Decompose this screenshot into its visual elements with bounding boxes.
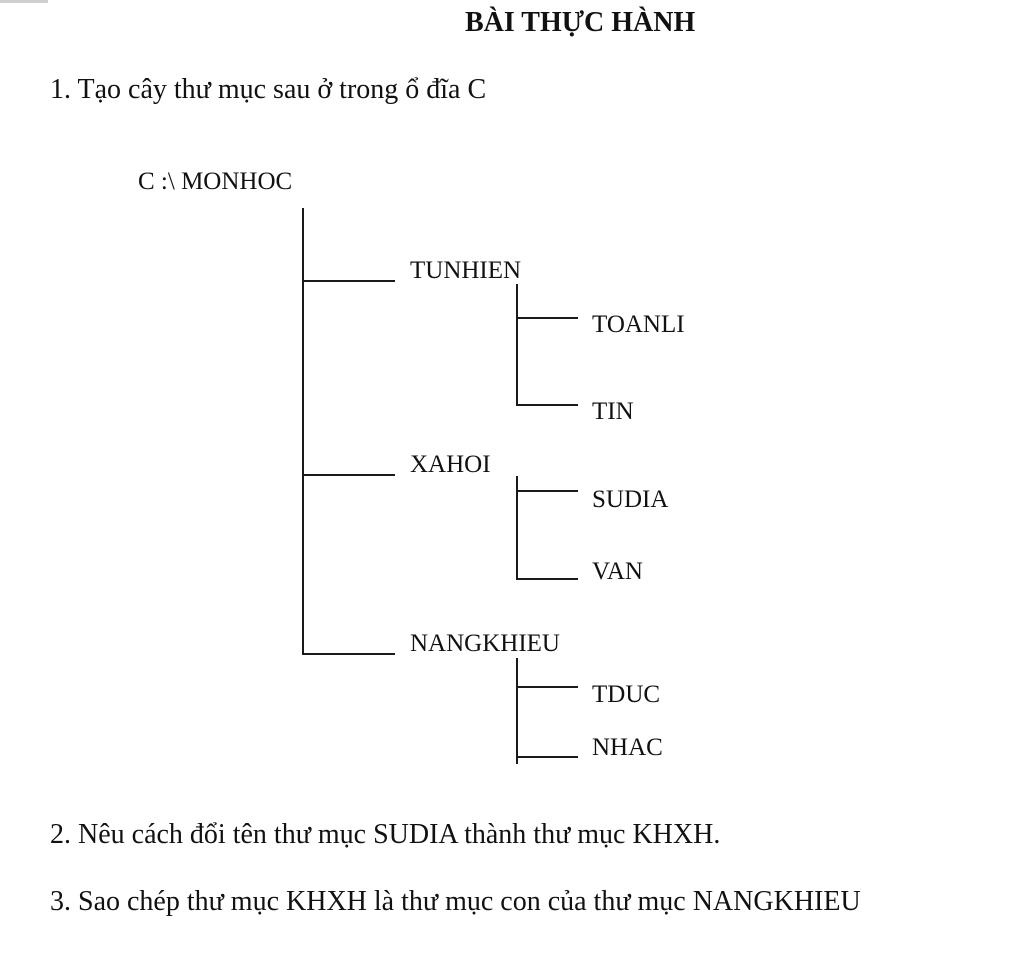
page-title: BÀI THỰC HÀNH (465, 7, 696, 38)
task-2-text: 2. Nêu cách đổi tên thư mục SUDIA thành … (50, 819, 721, 850)
tree-root-label: C :\ MONHOC (138, 168, 293, 195)
page-corner-mark (0, 0, 48, 3)
folder-van: VAN (592, 558, 643, 585)
folder-tunhien: TUNHIEN (410, 257, 522, 284)
folder-sudia: SUDIA (592, 486, 669, 513)
folder-xahoi: XAHOI (410, 451, 491, 478)
folder-nhac: NHAC (592, 734, 663, 761)
folder-toanli: TOANLI (592, 311, 685, 338)
task-1-text: 1. Tạo cây thư mục sau ở trong ổ đĩa C (50, 74, 487, 105)
folder-tin: TIN (592, 398, 634, 425)
folder-tduc: TDUC (592, 681, 661, 708)
folder-nangkhieu: NANGKHIEU (410, 630, 560, 657)
task-3-text: 3. Sao chép thư mục KHXH là thư mục con … (50, 886, 861, 917)
